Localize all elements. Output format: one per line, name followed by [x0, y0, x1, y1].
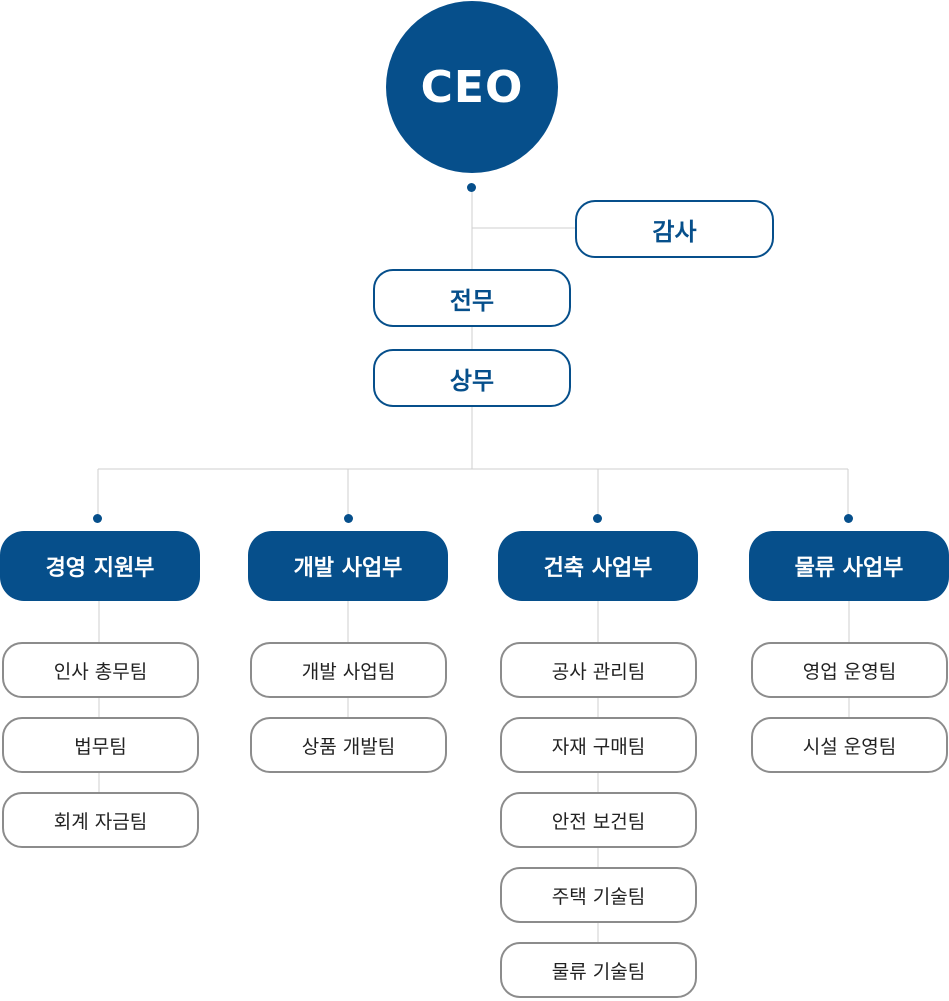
managing-director-node: 상무: [373, 349, 571, 407]
team-node: 시설 운영팀: [751, 717, 948, 773]
dept-connector-dot: [93, 514, 102, 523]
ceo-connector-dot: [467, 183, 476, 192]
audit-node: 감사: [575, 200, 774, 258]
ceo-node: CEO: [386, 1, 558, 173]
team-node: 영업 운영팀: [751, 642, 948, 698]
team-node: 물류 기술팀: [500, 942, 697, 998]
department-development-business: 개발 사업부: [248, 531, 448, 601]
team-node: 자재 구매팀: [500, 717, 697, 773]
dept-connector-dot: [344, 514, 353, 523]
team-node: 개발 사업팀: [250, 642, 447, 698]
team-node: 인사 총무팀: [2, 642, 199, 698]
team-node: 법무팀: [2, 717, 199, 773]
department-management-support: 경영 지원부: [0, 531, 200, 601]
dept-connector-dot: [844, 514, 853, 523]
team-node: 주택 기술팀: [500, 867, 697, 923]
executive-director-node: 전무: [373, 269, 571, 327]
dept-connector-dot: [593, 514, 602, 523]
team-node: 공사 관리팀: [500, 642, 697, 698]
department-logistics-business: 물류 사업부: [749, 531, 949, 601]
team-node: 안전 보건팀: [500, 792, 697, 848]
team-node: 상품 개발팀: [250, 717, 447, 773]
department-construction-business: 건축 사업부: [498, 531, 698, 601]
team-node: 회계 자금팀: [2, 792, 199, 848]
